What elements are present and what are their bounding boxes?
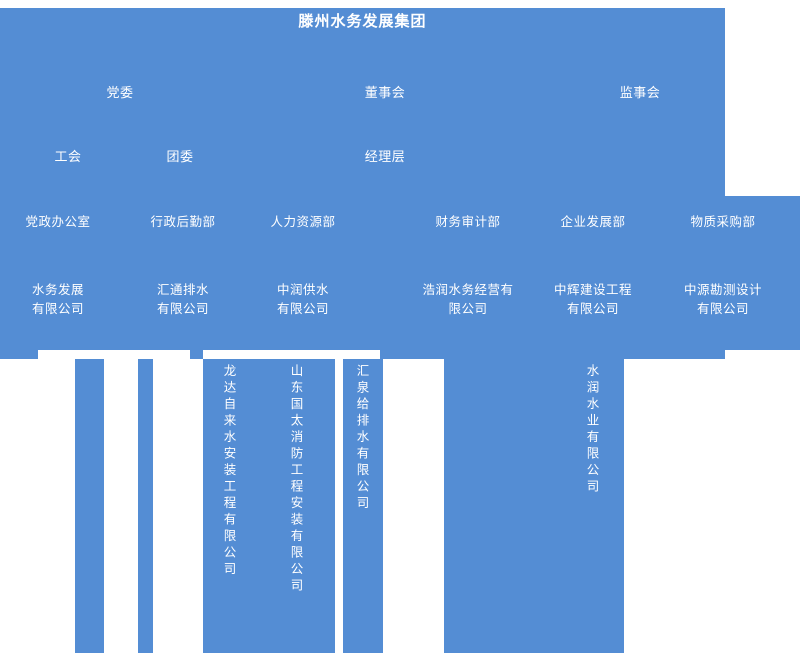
bar-huitong-drainage bbox=[138, 359, 153, 653]
plate-right-step bbox=[380, 350, 725, 359]
plate-midleft-step bbox=[190, 350, 203, 359]
bar-longda-guotai bbox=[203, 359, 335, 653]
bar-water-development bbox=[75, 359, 104, 653]
plate-department-band bbox=[0, 196, 800, 350]
bar-huiquan bbox=[343, 359, 383, 653]
plate-upper-main bbox=[0, 8, 725, 196]
bar-shuirun bbox=[444, 359, 624, 653]
plate-left-step bbox=[0, 350, 38, 359]
